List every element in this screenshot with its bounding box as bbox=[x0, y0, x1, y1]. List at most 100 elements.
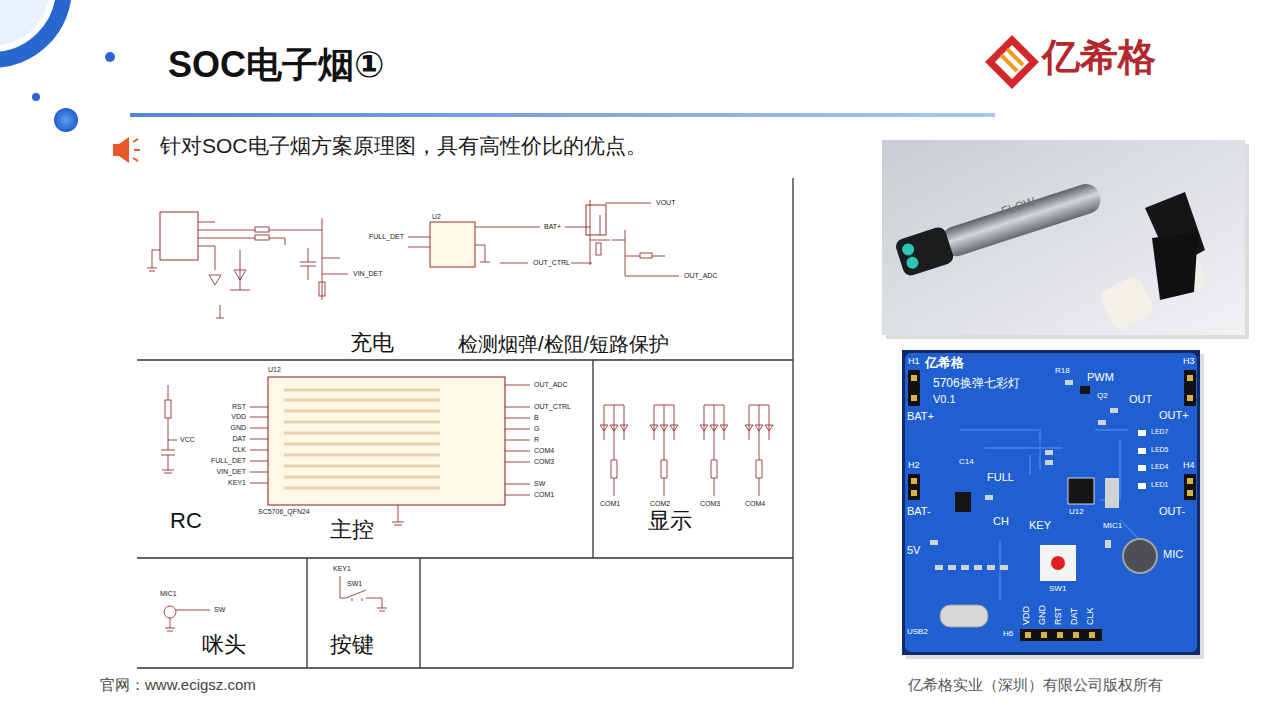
signal-label: GND bbox=[230, 424, 246, 431]
signal-label: COM4 bbox=[745, 500, 765, 507]
section-label: 检测烟弹/检阻/短路保护 bbox=[458, 333, 669, 356]
schematic-wire bbox=[147, 200, 679, 318]
bullet-text: 针对SOC电子烟方案原理图，具有高性价比的优点。 bbox=[160, 135, 647, 156]
resistor-symbol bbox=[255, 227, 269, 232]
pcb-silkscreen: 亿希格 bbox=[924, 356, 965, 369]
usb-connector-symbol bbox=[160, 212, 198, 260]
device-tube bbox=[938, 180, 1104, 260]
section-divider bbox=[137, 178, 793, 668]
pcb-silkscreen: PWM bbox=[1086, 372, 1115, 383]
led bbox=[1138, 430, 1146, 489]
resistor-symbol bbox=[255, 235, 269, 240]
schematic-section: RC主控 bbox=[137, 360, 593, 558]
decor-arc bbox=[0, 0, 64, 60]
mcu-chip bbox=[1068, 478, 1094, 504]
schematic-section: 显示 bbox=[593, 360, 793, 558]
logo-icon bbox=[990, 40, 1034, 84]
pcb-silkscreen: H1 bbox=[907, 357, 921, 366]
pcb-silkscreen: LED5 bbox=[1150, 446, 1170, 453]
header-pin bbox=[1025, 632, 1095, 638]
pcb-photo bbox=[902, 350, 1200, 655]
pin-name-placeholder bbox=[284, 390, 440, 488]
resistor-symbol bbox=[640, 253, 652, 258]
pcb-silkscreen: MIC bbox=[1162, 549, 1184, 560]
pin-header bbox=[1020, 629, 1102, 641]
pcb-trace bbox=[960, 430, 1140, 600]
product-photo bbox=[882, 140, 1245, 335]
decor-disc bbox=[0, 0, 50, 46]
pcb-silkscreen: KEY bbox=[1028, 520, 1052, 531]
pin-wire bbox=[250, 385, 530, 525]
signal-label: SW bbox=[214, 606, 225, 613]
charger-chip bbox=[955, 492, 971, 512]
pcb-silkscreen: OUT bbox=[1128, 394, 1153, 405]
transistor bbox=[1080, 386, 1090, 394]
pcb-silkscreen: LED1 bbox=[1150, 481, 1170, 488]
signal-label: COM3 bbox=[534, 458, 554, 465]
signal-label: G bbox=[534, 425, 539, 432]
pcb-silkscreen: OUT+ bbox=[1158, 410, 1190, 421]
footer-text: 官网：www.ecigsz.com bbox=[100, 677, 256, 692]
pcb-silkscreen: BAT- bbox=[906, 506, 932, 517]
pcb-silkscreen: LED4 bbox=[1150, 463, 1170, 470]
pod-airhole bbox=[905, 255, 920, 270]
pcb-silkscreen: R18 bbox=[1054, 367, 1071, 375]
speaker-icon bbox=[113, 144, 119, 156]
signal-label: RST bbox=[232, 403, 246, 410]
section-label: RC bbox=[170, 508, 202, 533]
microphone bbox=[1123, 539, 1157, 573]
pcb-silkscreen: C14 bbox=[958, 458, 975, 466]
led-wire bbox=[604, 405, 769, 496]
resistor-symbol bbox=[611, 460, 762, 478]
section-label: 按键 bbox=[330, 632, 374, 657]
signal-label: VOUT bbox=[655, 199, 676, 206]
pcb-silkscreen: H6 bbox=[1002, 630, 1014, 638]
charger-ic-symbol bbox=[430, 222, 475, 267]
signal-label: CLK bbox=[232, 446, 246, 453]
rc-wire bbox=[161, 385, 177, 473]
signal-label: SW1 bbox=[347, 580, 362, 587]
pcb-silkscreen: DAT bbox=[1070, 607, 1079, 626]
signal-label: B bbox=[534, 414, 539, 421]
mic-symbol bbox=[164, 606, 176, 618]
signal-label: OUT_CTRL bbox=[534, 403, 571, 410]
signal-label: DAT bbox=[233, 435, 246, 442]
pcb-silkscreen: FULL bbox=[986, 472, 1015, 483]
signal-label: MIC1 bbox=[160, 590, 177, 597]
signal-label: COM4 bbox=[534, 447, 554, 454]
pcb-silkscreen: Q2 bbox=[1096, 392, 1109, 400]
mcu-symbol bbox=[268, 377, 505, 505]
section-label: 咪头 bbox=[202, 632, 246, 657]
logo-icon bbox=[1001, 49, 1023, 71]
push-button-cap bbox=[1051, 556, 1065, 570]
signal-label: SW bbox=[534, 480, 545, 487]
signal-label: R bbox=[534, 436, 539, 443]
pcb-silkscreen: MIC1 bbox=[1102, 522, 1123, 530]
signal-label: OUT_ADC bbox=[683, 272, 718, 279]
signal-label: VDD bbox=[231, 413, 246, 420]
pcb-silkscreen: CH bbox=[992, 516, 1010, 527]
schematic-section: 咪头 bbox=[137, 558, 307, 668]
signal-label: COM1 bbox=[600, 500, 620, 507]
usb-c-port bbox=[940, 605, 988, 627]
pcb-silkscreen: LED7 bbox=[1150, 428, 1170, 435]
pcb-silkscreen: H2 bbox=[907, 461, 921, 470]
pcb-silkscreen: USB2 bbox=[906, 628, 929, 636]
pcb-silkscreen: BAT+ bbox=[906, 411, 935, 422]
switch-symbol bbox=[340, 576, 387, 611]
mic-wire bbox=[165, 610, 210, 631]
slide-title: SOC电子烟① bbox=[168, 44, 385, 85]
pcb-silkscreen: 5V bbox=[906, 545, 921, 556]
pcb-silkscreen: VDD bbox=[1022, 605, 1031, 626]
resistor-symbol bbox=[319, 282, 325, 296]
signal-label: KEY1 bbox=[228, 479, 246, 486]
section-label: 显示 bbox=[648, 508, 692, 533]
spare-pod bbox=[1152, 232, 1198, 300]
pcb-silkscreen: V0.1 bbox=[932, 394, 957, 405]
signal-label: U12 bbox=[268, 366, 281, 373]
signal-label: VIN_DET bbox=[352, 270, 384, 277]
pin-header bbox=[1184, 474, 1196, 500]
